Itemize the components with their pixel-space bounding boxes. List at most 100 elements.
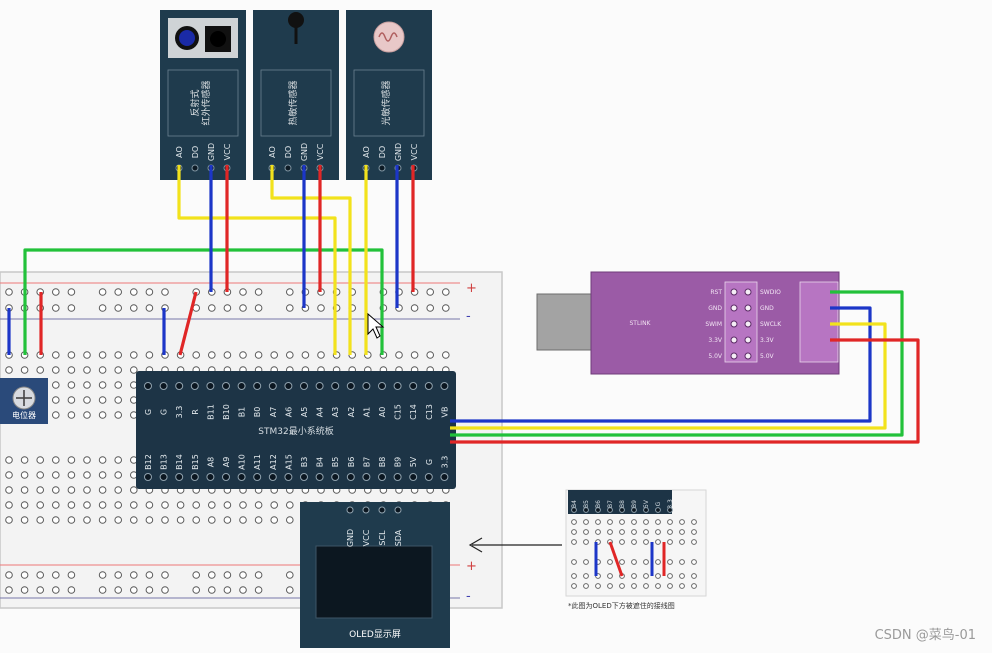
stlink-pin <box>730 288 738 296</box>
inset-hole <box>679 519 685 525</box>
ir-sensor-label: 反射式红外传感器 <box>189 80 212 125</box>
inset-pin <box>583 507 589 513</box>
inset-hole <box>607 529 613 535</box>
board-pin <box>378 473 386 481</box>
board-pin <box>268 382 277 390</box>
board-pin-label: A9 <box>222 457 231 468</box>
board-pin <box>393 473 402 481</box>
inset-hole <box>571 583 577 589</box>
inset-hole <box>643 539 649 545</box>
module-pin-label: VCC <box>410 143 419 160</box>
board-pin <box>222 382 230 390</box>
wire-stlink-swclk <box>450 322 887 430</box>
module-pin-hole <box>284 164 292 172</box>
potentiometer: 电位器 <box>0 378 48 424</box>
board-pin <box>315 382 324 390</box>
board-pin-label: G <box>425 459 434 465</box>
board-pin-label: C13 <box>425 404 434 420</box>
board-pin-label: A4 <box>316 407 325 418</box>
oled-pin <box>378 506 386 514</box>
board-pin <box>300 473 308 481</box>
board-pin-label: A1 <box>362 407 371 418</box>
board-pin <box>206 473 215 481</box>
board-pin <box>175 473 184 481</box>
module-pin-label: DO <box>378 146 387 158</box>
board-pin-label: 3.3 <box>175 406 184 419</box>
inset-hole <box>631 573 637 579</box>
inset-hole <box>619 519 625 525</box>
board-pin-label: B3 <box>300 457 309 468</box>
inset-hole <box>643 529 649 535</box>
inset-hole <box>691 529 697 535</box>
wire-stlink-gnd <box>450 306 872 423</box>
oled-pin-label: SDA <box>394 529 403 546</box>
inset-hole <box>571 573 577 579</box>
inset-pin-label: B8 <box>619 500 626 508</box>
board-pin <box>253 382 262 390</box>
board-pin-label: 5V <box>409 456 418 467</box>
module-pin-hole <box>378 164 386 172</box>
board-pin-label: B12 <box>144 454 153 470</box>
inset-hole <box>655 583 661 589</box>
inset-hole <box>667 583 673 589</box>
inset-hole <box>607 519 613 525</box>
watermark: CSDN @菜鸟-01 <box>874 628 976 643</box>
inset-hole <box>595 519 601 525</box>
stlink-pin <box>730 352 738 360</box>
inset-hole <box>667 559 673 565</box>
light-sensor-label: 光敏传感器 <box>380 80 392 125</box>
inset-pin <box>595 507 601 513</box>
board-pin <box>440 473 449 481</box>
board-pin <box>206 382 215 390</box>
stlink-pin <box>744 304 752 312</box>
inset-hole <box>679 573 685 579</box>
board-pin <box>159 473 168 481</box>
inset-hole <box>619 539 625 545</box>
board-pin <box>237 473 246 481</box>
board-pin <box>222 473 230 481</box>
inset-hole <box>655 559 661 565</box>
minus-sign-bottom: - <box>466 589 471 604</box>
module-pin-label: DO <box>284 146 293 158</box>
board-pin-label: A8 <box>206 457 215 468</box>
inset-pin-label: B9 <box>631 500 638 508</box>
stlink-pin <box>730 320 738 328</box>
inset-hole <box>631 583 637 589</box>
module-pin-hole <box>191 164 199 172</box>
inset-hole <box>595 583 601 589</box>
inset-hole <box>631 519 637 525</box>
wire-green-top <box>23 248 384 355</box>
oled-label: OLED显示屏 <box>349 629 401 640</box>
inset-pin <box>607 507 613 513</box>
oled-pin <box>346 506 354 514</box>
module-pin-label: GND <box>300 143 309 161</box>
inset-pin <box>655 507 661 513</box>
module-pin-label: VCC <box>223 143 232 160</box>
wire-board-vcc <box>178 291 198 356</box>
module-pin-label: GND <box>207 143 216 161</box>
inset-pin-label: B6 <box>595 500 602 508</box>
wire-stlink-3v3 <box>450 338 920 444</box>
stlink-pin-label: 3.3V <box>708 337 723 344</box>
inset-hole <box>607 573 613 579</box>
inset-pin <box>667 507 673 513</box>
inset-hole <box>583 559 589 565</box>
stlink-pin-label: GND <box>708 305 722 312</box>
inset-hole <box>691 583 697 589</box>
oled-pin-label: GND <box>346 529 355 547</box>
inset-hole <box>583 573 589 579</box>
board-pin <box>346 473 355 481</box>
inset-pin <box>643 507 649 513</box>
stlink-pin-label: SWDIO <box>760 289 781 296</box>
inset-hole <box>571 539 577 545</box>
inset-hole <box>643 583 649 589</box>
board-pin-label: A11 <box>253 454 262 470</box>
inset-hole <box>643 519 649 525</box>
module-pin-label: DO <box>191 146 200 158</box>
